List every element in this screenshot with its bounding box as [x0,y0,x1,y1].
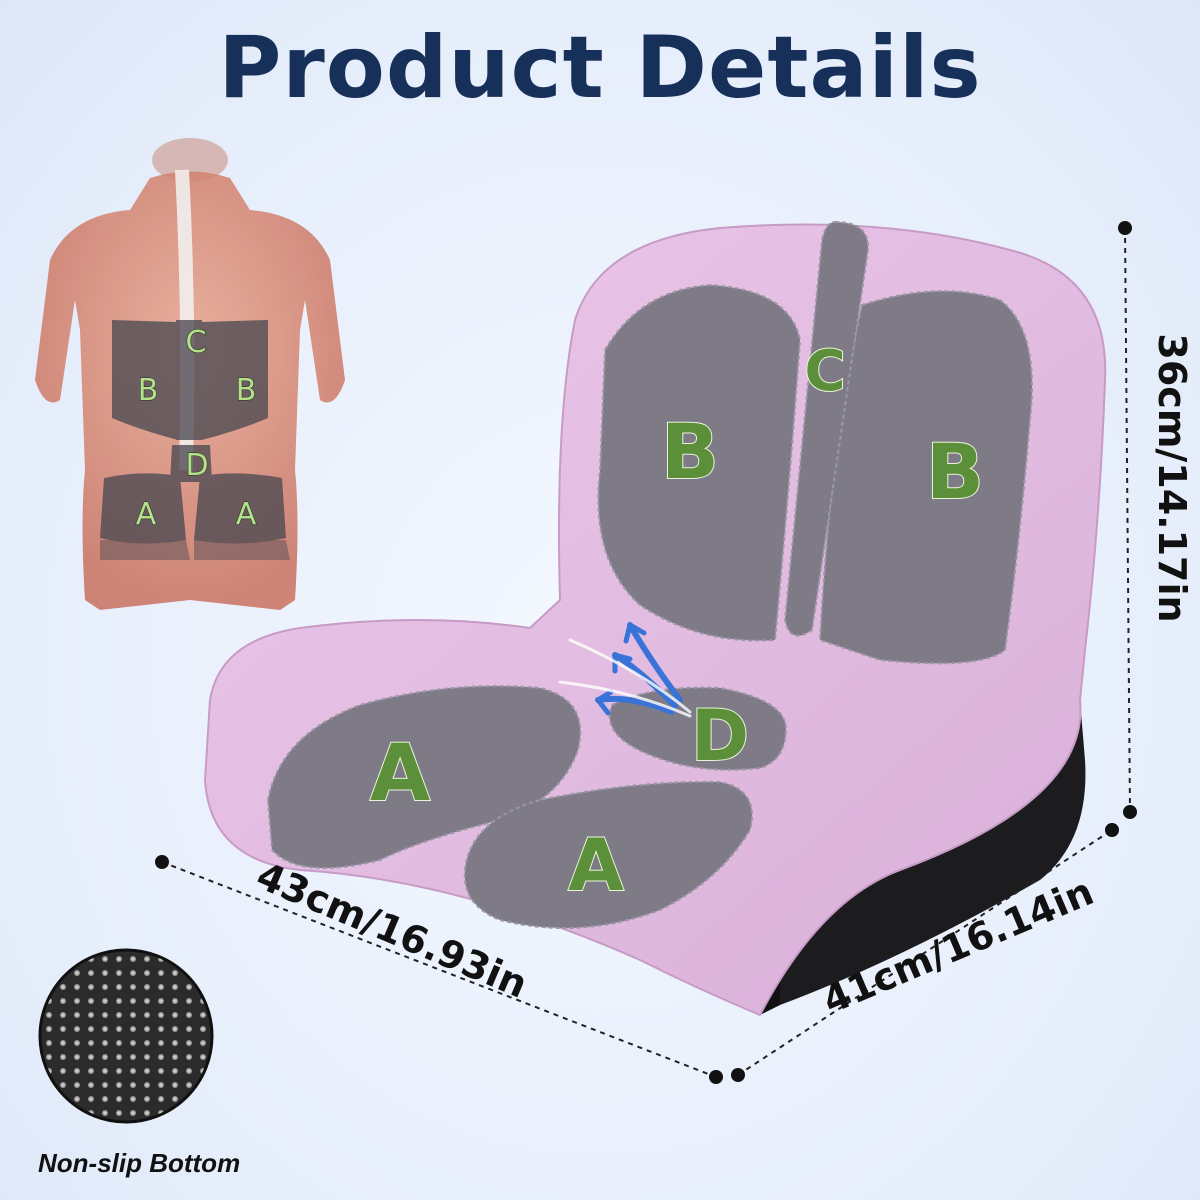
body-label-lumbar: D [185,448,208,483]
cushion-label-tailbone: D [691,695,749,777]
airflow-arrows [558,622,692,718]
body-label-hip-right: A [236,497,257,532]
zone-back-right [818,290,1033,665]
height-dimension-label: 36cm/14.17in [1150,333,1194,623]
human-back-figure: C B B D A A [35,138,345,610]
body-label-hip-left: A [136,497,157,532]
zone-seat-left [266,685,582,869]
non-slip-texture [38,948,214,1124]
body-label-spine: C [186,325,207,360]
cushion-zone-overlays [266,220,1033,929]
cushion-label-spine: C [804,339,845,404]
cushion-label-back-left: B [661,407,719,496]
body-label-back-left: B [138,373,159,408]
dimension-lines [161,227,1131,1078]
seat-cushion: B B C D A A [203,220,1107,1017]
dimension-endpoints [155,221,1137,1084]
body-label-back-right: B [236,373,257,408]
page-title: Product Details [218,18,982,118]
body-zone-overlays [100,320,290,560]
cushion-label-seat-right: A [568,823,624,907]
cushion-label-seat-left: A [370,729,430,819]
non-slip-caption: Non-slip Bottom [38,1148,241,1178]
zone-back-left [597,283,802,642]
height-line [1124,227,1131,813]
zone-seat-right [463,780,753,929]
zone-spine [783,220,870,637]
width-line [737,829,1113,1076]
cushion-label-back-right: B [926,427,984,516]
